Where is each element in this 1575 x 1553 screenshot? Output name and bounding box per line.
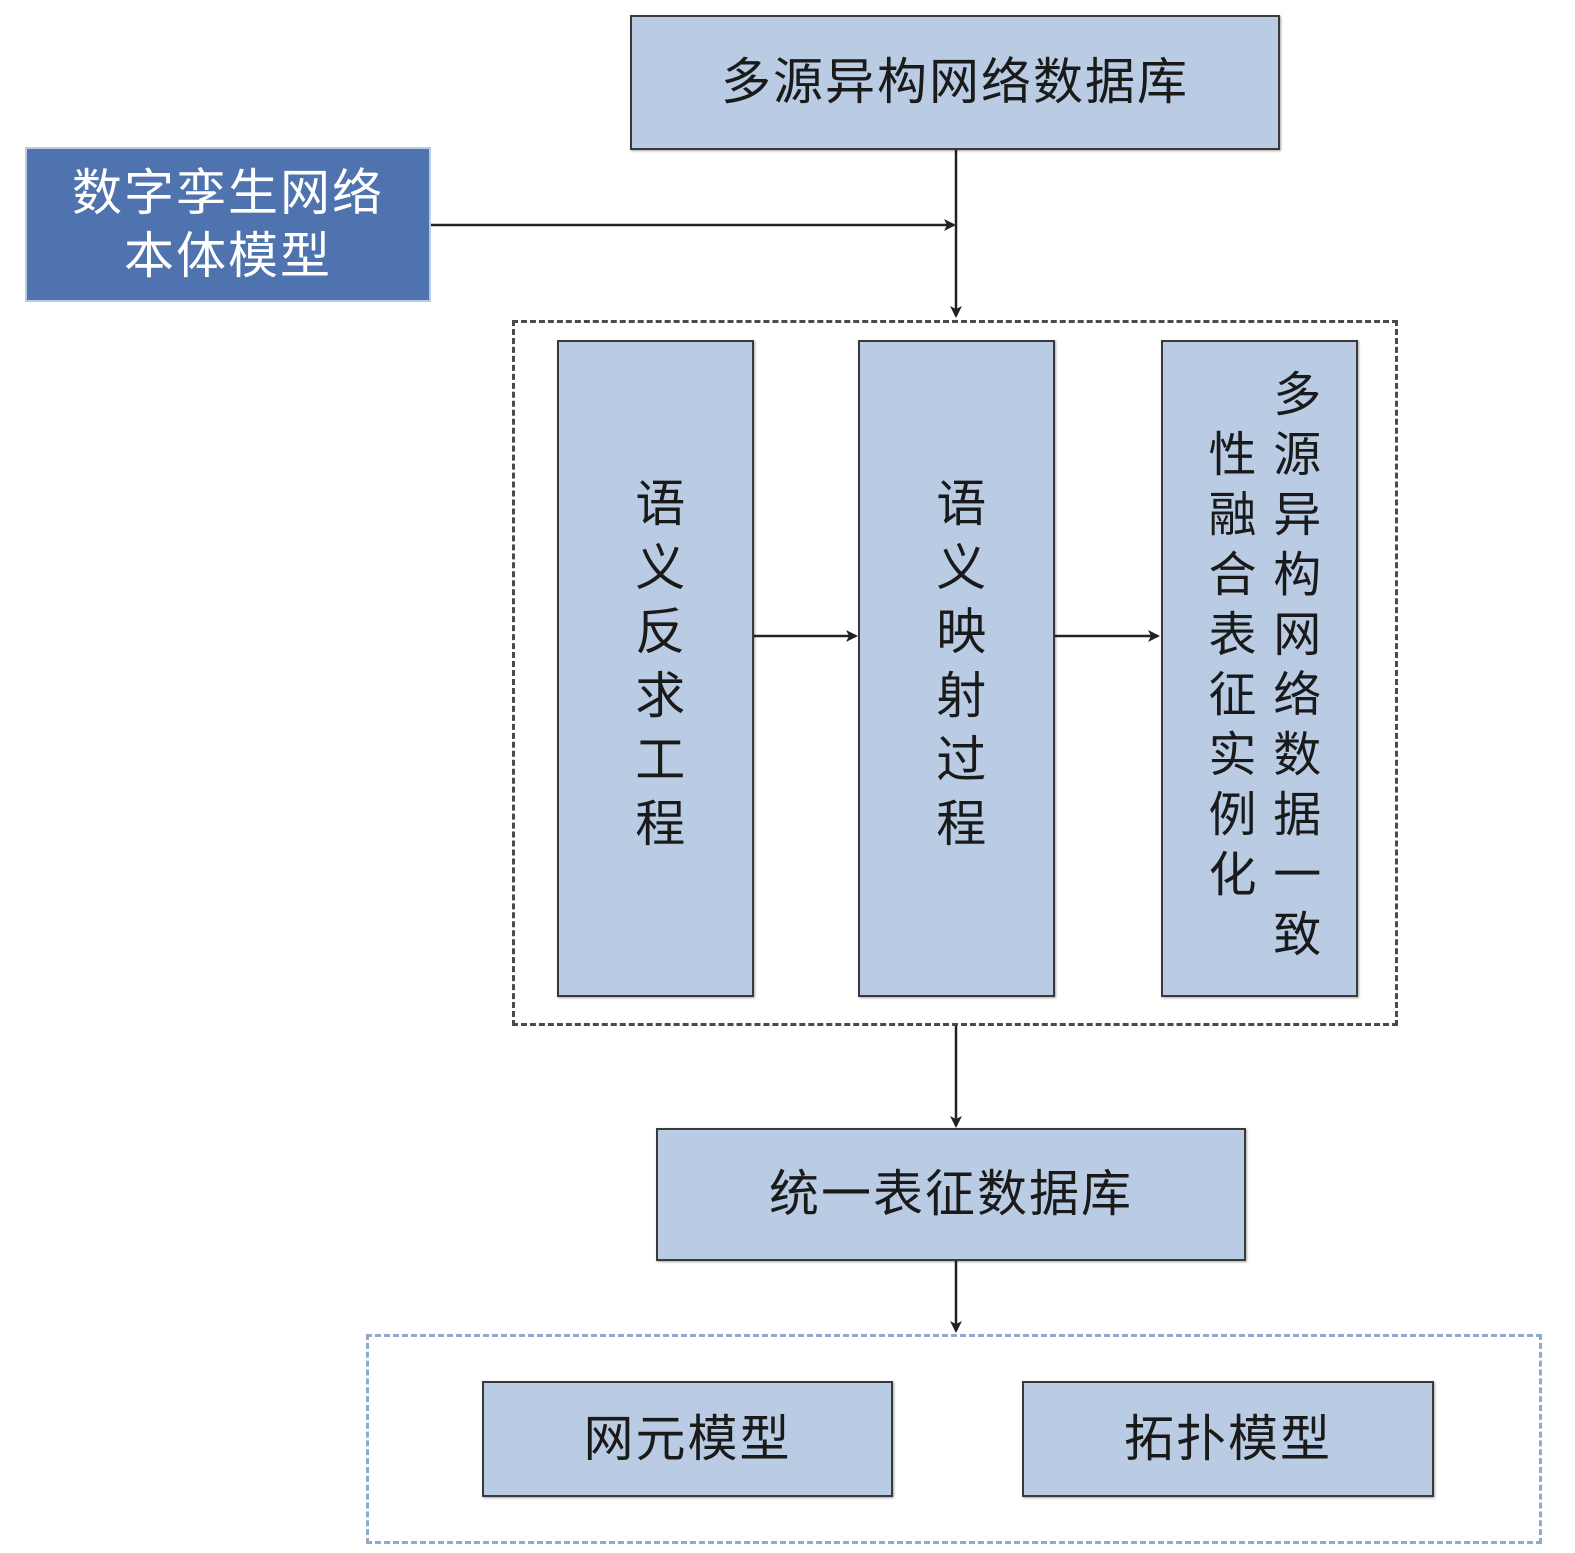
ontology-model-label: 数字孪生网络本体模型 — [72, 164, 384, 285]
unified-database-box: 统一表征数据库 — [656, 1128, 1246, 1261]
source-database-label: 多源异构网络数据库 — [721, 53, 1189, 112]
semantic-mapping-box: 语义映射过程 — [858, 340, 1055, 997]
topology-model-label: 拓扑模型 — [1124, 1409, 1332, 1468]
semantic-mapping-label: 语义映射过程 — [928, 476, 987, 861]
unified-database-label: 统一表征数据库 — [769, 1165, 1133, 1224]
element-model-label: 网元模型 — [583, 1409, 792, 1468]
fusion-instantiation-box: 多源异构网络数据一致性融合表征实例化 — [1161, 340, 1358, 997]
reverse-engineering-box: 语义反求工程 — [557, 340, 754, 997]
source-database-box: 多源异构网络数据库 — [630, 15, 1280, 150]
process-group — [512, 320, 1398, 1026]
models-group — [366, 1334, 1542, 1544]
topology-model-box: 拓扑模型 — [1022, 1381, 1434, 1497]
fusion-instantiation-label: 多源异构网络数据一致性融合表征实例化 — [1199, 368, 1321, 969]
ontology-model-box: 数字孪生网络本体模型 — [25, 147, 431, 302]
reverse-engineering-label: 语义反求工程 — [627, 476, 686, 861]
element-model-box: 网元模型 — [482, 1381, 893, 1497]
